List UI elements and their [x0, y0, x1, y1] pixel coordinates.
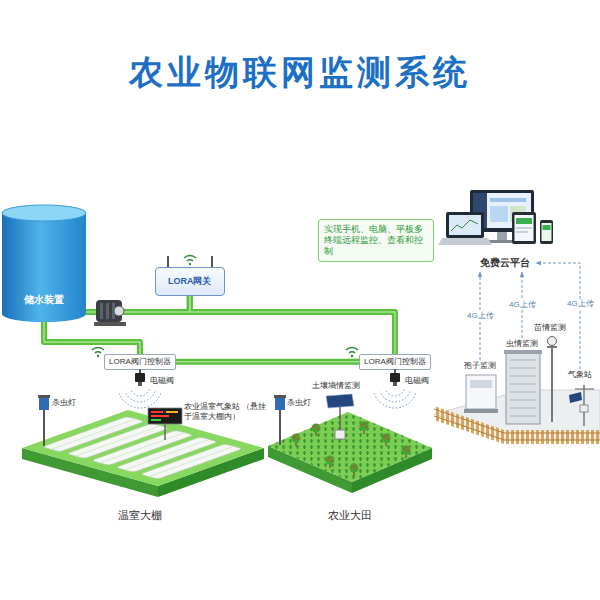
water-tank-shape: [2, 205, 86, 322]
part-label-text: 杀虫灯: [287, 398, 311, 408]
terminal-devices: [490, 198, 526, 202]
callout-box: 实现手机、电脑、平板多终端远程监控、查看和控制: [318, 219, 434, 262]
node-text: 苗情监测: [534, 323, 566, 333]
part-label: 电磁阀: [150, 376, 174, 386]
monitoring-yard: [434, 409, 600, 433]
edge-label-text: 4G上传: [567, 299, 594, 309]
monitoring-yard: [551, 344, 553, 422]
terminal-devices: [540, 220, 553, 244]
monitoring-yard: [569, 392, 582, 403]
terminal-devices: [515, 215, 534, 241]
device-label: 气象站: [565, 369, 595, 381]
part-label: 杀虫灯: [52, 398, 76, 408]
part-label: 电磁阀: [405, 376, 429, 386]
monitoring-yard: [434, 337, 600, 445]
greenhouse-platform: 温室大棚: [15, 372, 265, 528]
node-text: 气象站: [568, 370, 592, 380]
pipe-highlight: [44, 296, 395, 362]
device-label: 虫情监测: [503, 338, 541, 350]
greenhouse-platform-shape: [15, 372, 265, 528]
water-pump: [106, 303, 109, 319]
greenhouse-platform-shape: [22, 369, 264, 497]
valve-controller: LORA阀门控制器: [104, 354, 176, 370]
part-label-text: 土壤墒情监测: [312, 381, 360, 391]
wireless-symbol: [346, 348, 358, 358]
monitoring-yard: [506, 352, 540, 424]
monitoring-yard: [504, 430, 600, 444]
monitoring-yard: [547, 346, 557, 348]
diagram-title: 农业物联网监测系统: [0, 52, 600, 93]
monitoring-yard: [464, 409, 498, 413]
part-label-text: 电磁阀: [150, 376, 174, 386]
node-text: LORA网关: [168, 276, 212, 287]
terminal-devices: [542, 223, 552, 241]
terminal-devices: [449, 215, 481, 235]
node-text: LORA阀门控制器: [364, 357, 426, 367]
node-text: 温室大棚: [118, 509, 162, 522]
part-label-text: 电磁阀: [405, 376, 429, 386]
node-text: 虫情监测: [506, 339, 538, 349]
monitoring-yard: [434, 406, 504, 444]
node-text: 实现手机、电脑、平板多终端远程监控、查看和控制: [324, 224, 428, 257]
monitoring-yard: [575, 388, 594, 389]
terminal-devices: [446, 212, 484, 238]
terminal-devices: [516, 218, 532, 224]
water-pump: [100, 303, 103, 319]
part-label: 土壤墒情监测: [312, 381, 360, 391]
water-pump: [94, 300, 126, 326]
terminal-devices: [512, 212, 536, 244]
upload-link: [536, 263, 580, 369]
terminal-devices: [543, 225, 551, 230]
monitoring-yard: [510, 360, 536, 416]
monitoring-yard: [470, 380, 492, 388]
water-pipe: [176, 359, 359, 365]
monitoring-yard: [548, 337, 557, 346]
device-label: 孢子监测: [461, 360, 499, 372]
edge-label-text: 4G上传: [509, 300, 536, 310]
node-text: 免费云平台: [480, 257, 530, 269]
field-platform-shape: [268, 369, 432, 493]
water-tank: 储水装置: [2, 205, 86, 322]
device-label: 苗情监测: [531, 322, 569, 334]
wireless-symbol: [92, 348, 104, 358]
node-text: 储水装置: [24, 294, 64, 306]
water-pump: [94, 322, 126, 326]
node-text: LORA阀门控制器: [109, 357, 171, 367]
edge-label: 4G上传: [566, 299, 595, 309]
terminal-devices: [490, 206, 508, 222]
water-pipe: [190, 296, 395, 354]
monitoring-yard: [580, 405, 588, 412]
part-label-text: 杀虫灯: [52, 398, 76, 408]
terminal-devices: [451, 220, 478, 231]
pipe-highlight: [176, 361, 359, 363]
valve-controller: LORA阀门控制器: [359, 354, 431, 370]
terminal-devices: [516, 231, 528, 233]
pipe-highlight: [190, 296, 395, 354]
monitoring-yard: [466, 375, 496, 409]
part-label: 农业温室气象站 （悬挂于温室大棚内）: [184, 402, 268, 421]
node-text: 农业大田: [328, 509, 372, 522]
edge-label: 4G上传: [466, 311, 495, 321]
gateway-antenna: [184, 256, 196, 266]
field-platform-shape: [266, 372, 434, 528]
part-label: 杀虫灯: [287, 398, 311, 408]
edge-label: 4G上传: [508, 300, 537, 310]
connector-group: [44, 263, 580, 369]
terminal-devices: [516, 227, 532, 229]
edge-label-text: 4G上传: [467, 311, 494, 321]
monitoring-yard: [504, 350, 542, 354]
field-platform: 农业大田: [266, 372, 434, 528]
node-text: 孢子监测: [464, 361, 496, 371]
terminal-devices: [438, 238, 492, 245]
water-pump: [114, 306, 124, 316]
cloud-platform: 免费云平台: [474, 254, 536, 272]
gateway-box: LORA网关: [155, 267, 225, 296]
terminal-devices: [497, 232, 507, 240]
part-label-text: 农业温室气象站 （悬挂于温室大棚内）: [184, 402, 268, 421]
monitoring-yard: [434, 416, 600, 440]
terminal-devices: [438, 190, 553, 245]
